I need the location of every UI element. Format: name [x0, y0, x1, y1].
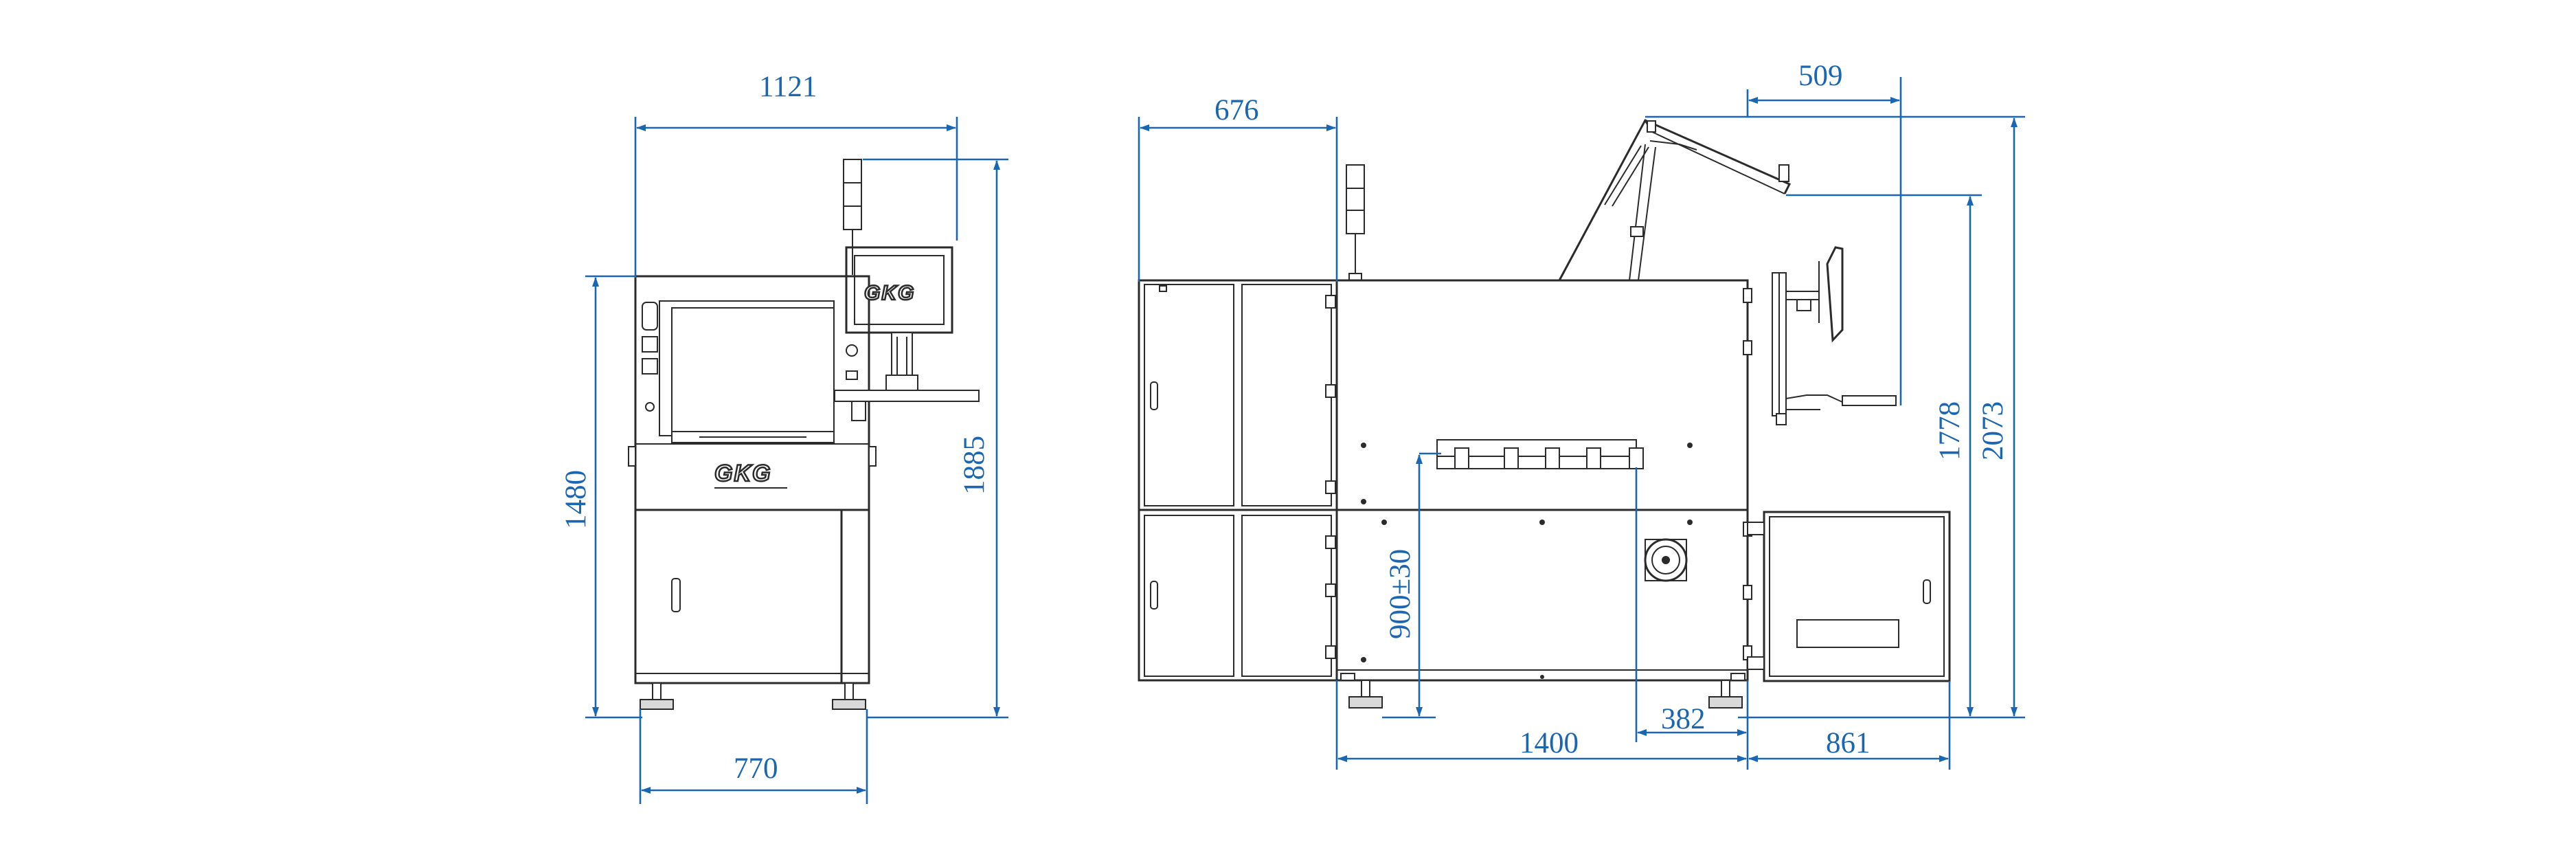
side-open-lid	[1558, 119, 1792, 281]
extension-window	[1796, 619, 1899, 648]
dim-body-height: 1480	[560, 470, 592, 529]
front-lower-cabinet	[634, 509, 870, 684]
front-logo: GKG	[714, 460, 771, 487]
side-right-extension	[1763, 511, 1951, 682]
front-view-dimensions: 1121 1885 1480 770	[560, 71, 1008, 804]
dim-footprint-width: 770	[734, 752, 778, 785]
monitor-logo: GKG	[864, 282, 915, 304]
dim-machine-length: 1400	[1519, 727, 1579, 759]
side-view	[1138, 119, 1951, 709]
dim-extension-length: 861	[1826, 727, 1871, 759]
dim-overall-width: 1121	[759, 71, 817, 103]
dim-overall-height-side: 2073	[1977, 401, 2009, 460]
dim-monitor-offset: 509	[1798, 60, 1843, 92]
front-foot-right	[844, 682, 854, 700]
dim-conveyor-height: 900±30	[1384, 549, 1416, 639]
side-view-dimensions: 676 509 2073 1778 900±30 382 1400 861	[1138, 60, 2025, 770]
front-keyboard-tray	[834, 390, 980, 402]
side-left-module	[1138, 279, 1338, 682]
dim-foot-offset: 382	[1661, 703, 1706, 735]
side-monitor	[1772, 246, 1897, 425]
side-foot-right	[1708, 696, 1743, 709]
dim-overall-height: 1885	[958, 436, 991, 495]
side-signal-tower	[1346, 164, 1365, 234]
dim-monitor-height: 1778	[1934, 401, 1966, 460]
side-main-machine	[1335, 279, 1749, 682]
dim-module-depth: 676	[1214, 94, 1259, 126]
front-foot-left	[652, 682, 662, 700]
front-view: GKG GKG	[628, 159, 980, 710]
side-foot-left	[1348, 696, 1383, 709]
signal-tower	[843, 159, 862, 230]
